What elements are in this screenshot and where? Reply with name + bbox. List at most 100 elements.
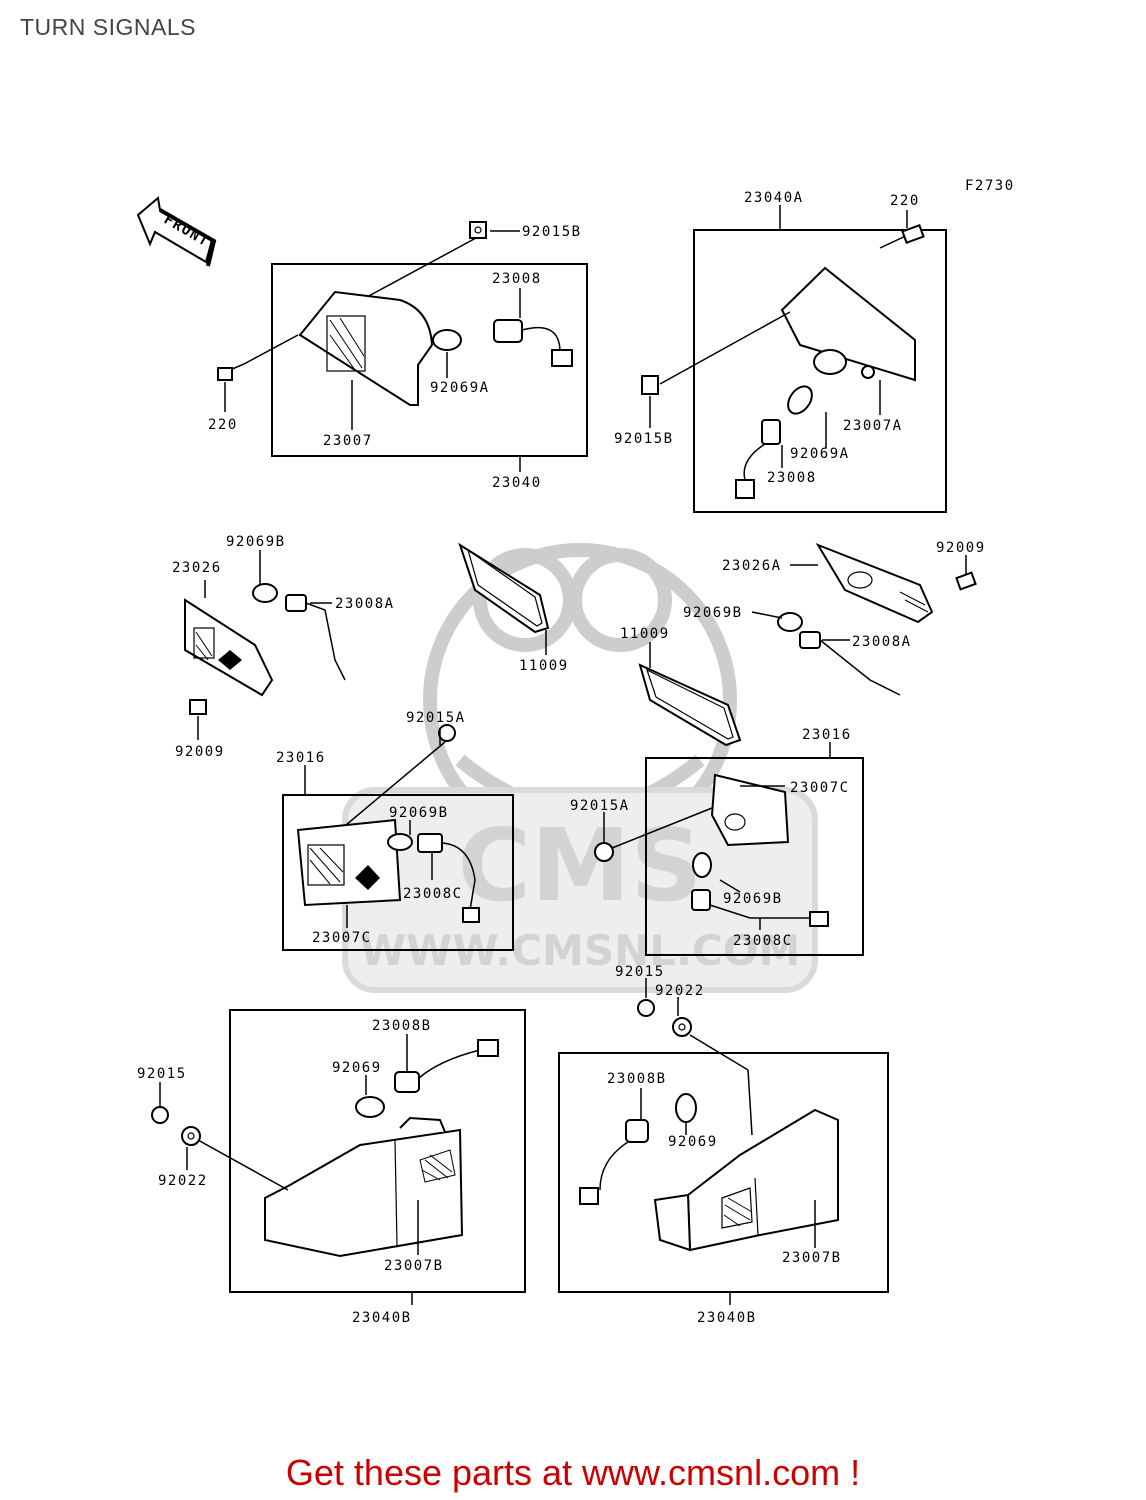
washer-icon [181, 1126, 201, 1146]
part-label: 23007B [384, 1258, 444, 1274]
part-label: 92069B [389, 805, 449, 821]
screw-icon [189, 699, 207, 715]
gaskets-11009: 11009 11009 [458, 542, 742, 747]
part-label: 23016 [802, 727, 852, 743]
clip-icon [641, 375, 659, 395]
assembly-23026A: 92009 23026A 92069B 23008A [683, 540, 986, 696]
watermark-logo-text: CMS [458, 807, 703, 924]
part-label: 23008 [492, 271, 542, 287]
socket-icon [417, 833, 443, 853]
socket-icon [493, 319, 523, 343]
socket-icon [761, 419, 781, 445]
part-label: 23040 [492, 475, 542, 491]
part-label: 92069B [723, 891, 783, 907]
connector-icon [809, 911, 829, 927]
part-label: 23007A [843, 418, 903, 434]
part-label: 23040A [744, 190, 804, 206]
bulb-icon [432, 329, 462, 351]
part-label: 92069A [790, 446, 850, 462]
gasket-icon [638, 663, 742, 747]
lens-housing-icon [264, 1128, 464, 1258]
nut-icon [151, 1106, 169, 1124]
connector-icon [477, 1039, 499, 1057]
screw-icon [955, 571, 977, 591]
part-label: 220 [208, 417, 238, 433]
grommet-icon [438, 724, 456, 742]
clip-icon [469, 221, 487, 239]
lens-housing-icon [780, 266, 916, 382]
assembly-23040B-right: 23008B 92069 23007B 23040B [558, 1034, 889, 1326]
screw-icon [901, 224, 925, 244]
socket-icon [285, 594, 307, 612]
assembly-frame [229, 1009, 526, 1293]
part-label: 23008C [733, 933, 793, 949]
part-label: 11009 [620, 626, 670, 642]
connector-icon [735, 479, 755, 499]
part-label: 23016 [276, 750, 326, 766]
footer-link[interactable]: Get these parts at www.cmsnl.com ! [285, 1452, 861, 1493]
connector-icon [579, 1187, 599, 1205]
part-label: 11009 [519, 658, 569, 674]
front-arrow-icon: FRONT [136, 196, 217, 267]
screw-icon [217, 367, 233, 381]
part-label: 92015B [614, 431, 674, 447]
lens-housing-icon [296, 818, 402, 907]
part-label: 92022 [655, 983, 705, 999]
part-label: 23007B [782, 1250, 842, 1266]
socket-icon [625, 1119, 649, 1143]
bulb-icon [777, 612, 803, 632]
bulb-icon [692, 852, 712, 878]
assembly-frame [558, 1052, 889, 1293]
part-label: 23008A [852, 634, 912, 650]
assembly-23040A: 23040A 220 92015B 23007A 92069A 23008 [614, 190, 947, 513]
bulb-icon [355, 1096, 385, 1118]
bulb-icon [675, 1093, 697, 1123]
part-label: 92015 [615, 964, 665, 980]
part-label: 23007C [312, 930, 372, 946]
part-label: 92009 [936, 540, 986, 556]
bulb-icon [387, 833, 413, 851]
connector-icon [551, 349, 573, 367]
nut-icon [637, 999, 655, 1017]
part-label: 23008A [335, 596, 395, 612]
part-label: 23008B [607, 1071, 667, 1087]
assembly-23016-left: 92015A 23016 92069B 23008C 23007C [276, 710, 514, 951]
part-label: 92015B [522, 224, 582, 240]
assembly-frame [282, 794, 514, 951]
bulb-icon [252, 583, 278, 603]
part-label: 23008 [767, 470, 817, 486]
part-label: 23007 [323, 433, 373, 449]
part-label: 92069A [430, 380, 490, 396]
part-label: 92015 [137, 1066, 187, 1082]
washer-icon [672, 1017, 692, 1037]
assembly-23026: 92069B 23026 23008A 92009 [172, 534, 395, 760]
part-label: 23007C [790, 780, 850, 796]
assembly-23016-right: 23016 23007C 92015A 92069B 23008C [570, 727, 864, 956]
part-label: 92022 [158, 1173, 208, 1189]
part-label: 23040B [697, 1310, 757, 1326]
lens-housing-icon [298, 290, 434, 406]
part-label: 23008C [403, 886, 463, 902]
part-label: 92069 [332, 1060, 382, 1076]
part-label: 23026 [172, 560, 222, 576]
lens-housing-icon [815, 542, 934, 624]
connector-icon [462, 907, 480, 923]
lens-housing-icon [686, 1108, 839, 1252]
part-label: 92069B [226, 534, 286, 550]
part-label: 23008B [372, 1018, 432, 1034]
socket-icon [799, 631, 821, 649]
lens-housing-icon [184, 598, 274, 697]
gasket-icon [458, 542, 550, 634]
assembly-frame [271, 263, 588, 457]
page-title: TURN SIGNALS [20, 14, 196, 40]
assembly-frame [693, 229, 947, 513]
figure-code: F2730 [965, 178, 1015, 194]
part-label: 92015A [570, 798, 630, 814]
bulb-icon [787, 385, 813, 415]
assembly-23040: 92015B 23008 92069A 220 23007 23040 [208, 221, 588, 491]
part-label: 92069B [683, 605, 743, 621]
assembly-frame [645, 757, 864, 956]
lens-housing-icon [710, 773, 790, 847]
part-label: 92009 [175, 744, 225, 760]
